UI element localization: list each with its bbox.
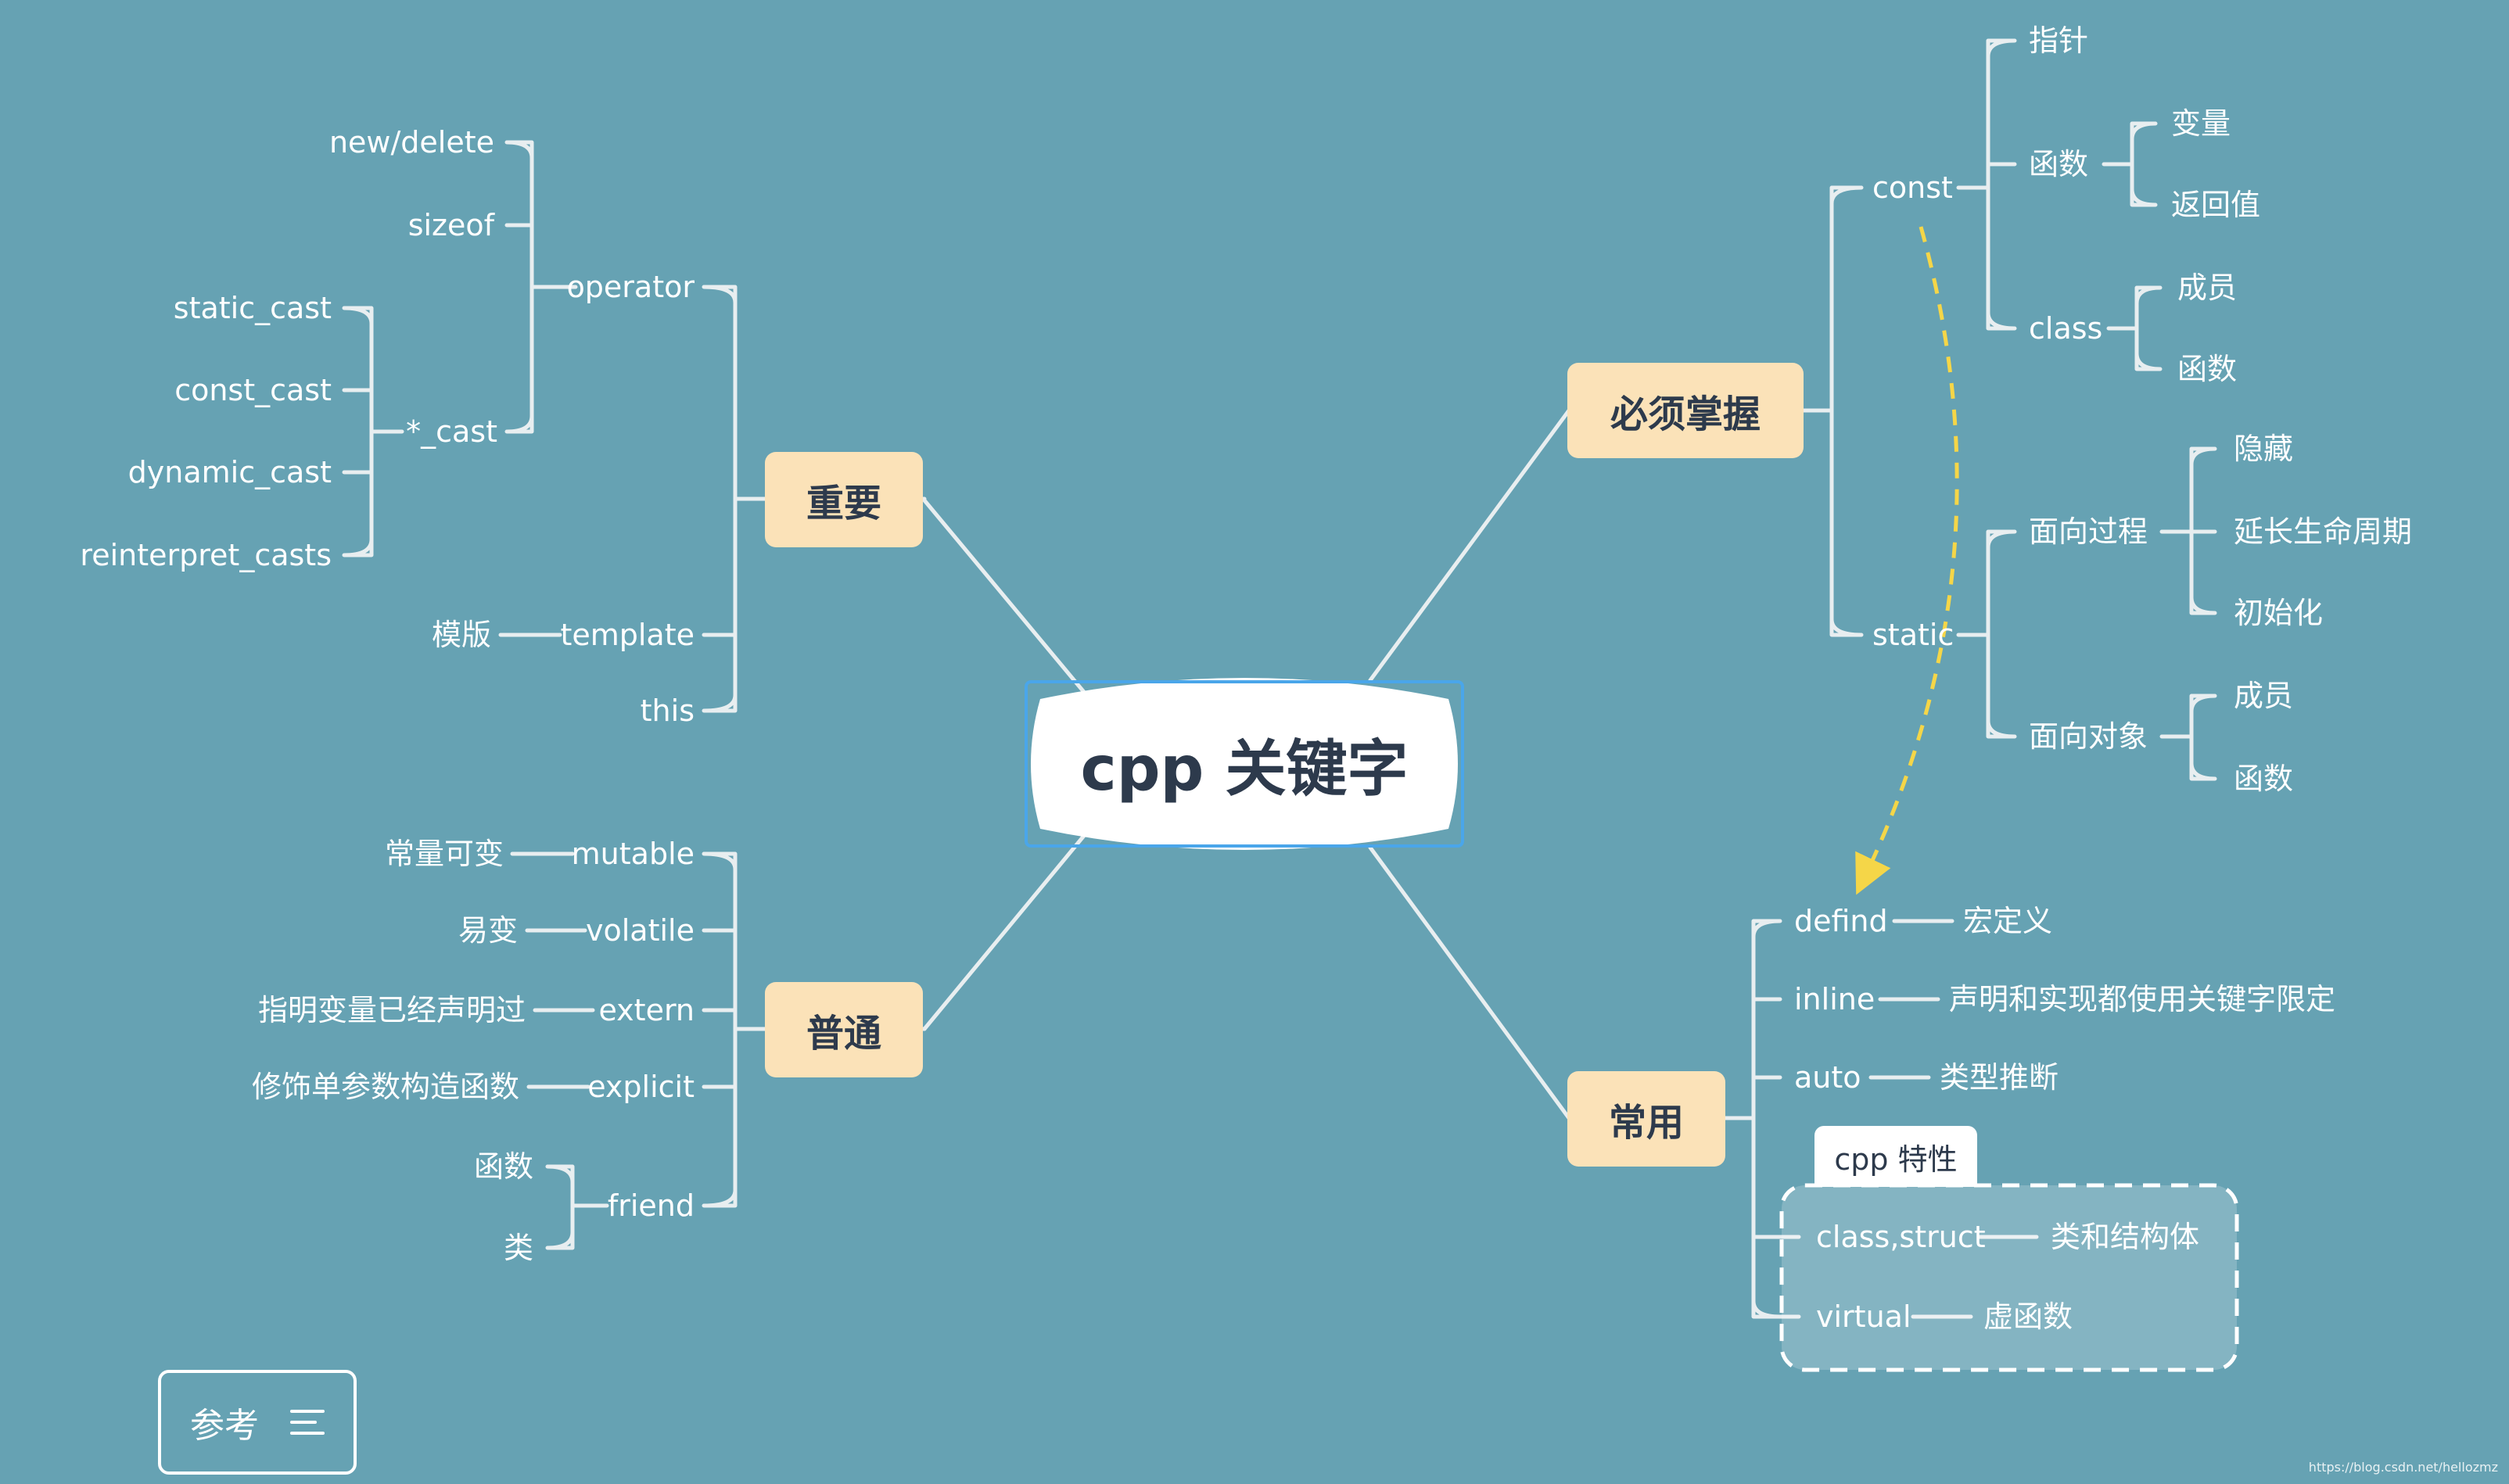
node-defind[interactable]: defind — [1794, 904, 1888, 938]
node-auto-note[interactable]: 类型推断 — [1940, 1060, 2059, 1095]
edge-root-important — [922, 498, 1089, 698]
group-summary-tag[interactable]: cpp 特性 — [1814, 1126, 1977, 1187]
node-auto[interactable]: auto — [1794, 1060, 1861, 1095]
bracket-static — [1956, 529, 2017, 739]
edge-root-common — [1368, 845, 1571, 1120]
node-static[interactable]: static — [1872, 618, 1954, 652]
node-friend[interactable]: friend — [607, 1188, 695, 1223]
node-inline[interactable]: inline — [1794, 982, 1875, 1016]
bracket-const — [1956, 38, 2017, 331]
bracket-const-func — [2102, 121, 2158, 207]
node-reinterpret-casts[interactable]: reinterpret_casts — [80, 538, 332, 572]
node-class-struct-note[interactable]: 类和结构体 — [2051, 1220, 2200, 1254]
group-boundary — [1779, 1183, 2239, 1372]
node-new-delete[interactable]: new/delete — [328, 125, 494, 160]
node-inline-note[interactable]: 声明和实现都使用关键字限定 — [1949, 982, 2336, 1016]
node-static-hide[interactable]: 隐藏 — [2234, 432, 2294, 466]
node-sizeof[interactable]: sizeof — [407, 208, 494, 242]
node-explicit-note[interactable]: 修饰单参数构造函数 — [251, 1070, 519, 1104]
node-const-class-member[interactable]: 成员 — [2177, 271, 2238, 305]
bracket-friend — [545, 1164, 609, 1250]
node-const-return[interactable]: 返回值 — [2171, 188, 2261, 222]
outline-list-icon — [290, 1410, 325, 1435]
node-volatile-note[interactable]: 易变 — [458, 913, 518, 948]
watermark: https://blog.csdn.net/hellozmz — [2308, 1460, 2498, 1475]
node-extern[interactable]: extern — [598, 993, 695, 1027]
bracket-const-class — [2106, 285, 2163, 371]
node-this[interactable]: this — [640, 694, 695, 728]
root-topic-selection[interactable] — [1025, 680, 1464, 848]
bracket-must — [1798, 185, 1864, 637]
topic-common[interactable]: 常用 — [1567, 1071, 1725, 1167]
topic-important[interactable]: 重要 — [765, 452, 923, 547]
node-const-class-function[interactable]: 函数 — [2177, 352, 2238, 386]
bracket-operator — [504, 140, 578, 434]
bracket-common — [1723, 919, 1801, 1319]
node-const[interactable]: const — [1872, 170, 1953, 205]
reference-button-label: 参考 — [190, 1406, 259, 1446]
node-const-function[interactable]: 函数 — [2029, 147, 2089, 181]
node-defind-note[interactable]: 宏定义 — [1963, 904, 2053, 938]
node-cast[interactable]: *_cast — [406, 414, 497, 449]
node-static-init[interactable]: 初始化 — [2234, 596, 2324, 630]
node-static-procedural[interactable]: 面向过程 — [2029, 514, 2148, 549]
bracket-static-proc — [2159, 446, 2217, 615]
node-static-oop[interactable]: 面向对象 — [2029, 719, 2148, 754]
node-friend-class[interactable]: 类 — [503, 1231, 533, 1265]
node-const-cast[interactable]: const_cast — [174, 373, 332, 407]
node-const-pointer[interactable]: 指针 — [2029, 23, 2089, 58]
node-virtual-note[interactable]: 虚函数 — [1983, 1299, 2073, 1334]
node-const-class[interactable]: class — [2029, 311, 2103, 346]
bracket-cast — [342, 306, 404, 557]
node-class-struct[interactable]: class,struct — [1816, 1220, 1986, 1254]
node-dynamic-cast[interactable]: dynamic_cast — [127, 455, 332, 489]
node-friend-function[interactable]: 函数 — [473, 1149, 533, 1184]
topic-normal[interactable]: 普通 — [765, 982, 923, 1077]
node-virtual[interactable]: virtual — [1816, 1299, 1911, 1334]
node-template[interactable]: template — [560, 618, 695, 652]
edge-root-must — [1368, 408, 1571, 683]
root-topic[interactable]: cpp 关键字 — [1080, 734, 1409, 805]
bracket-static-oop — [2159, 694, 2217, 781]
node-volatile[interactable]: volatile — [586, 913, 695, 948]
node-mutable[interactable]: mutable — [571, 837, 695, 871]
relation-arrow — [1855, 226, 1959, 895]
node-extern-note[interactable]: 指明变量已经声明过 — [257, 993, 526, 1027]
reference-button[interactable]: 参考 — [158, 1370, 357, 1475]
node-explicit[interactable]: explicit — [587, 1070, 695, 1104]
node-mutable-note[interactable]: 常量可变 — [384, 837, 504, 871]
node-static-lifetime[interactable]: 延长生命周期 — [2234, 514, 2413, 549]
node-static-member[interactable]: 成员 — [2234, 679, 2294, 713]
root-topic-shape — [1031, 678, 1458, 850]
edge-root-normal — [922, 830, 1089, 1031]
node-const-variable[interactable]: 变量 — [2171, 106, 2231, 141]
node-static-function[interactable]: 函数 — [2234, 762, 2294, 796]
node-template-note[interactable]: 模版 — [431, 618, 491, 652]
node-operator[interactable]: operator — [566, 270, 695, 304]
topic-must-master[interactable]: 必须掌握 — [1567, 363, 1804, 458]
node-static-cast[interactable]: static_cast — [173, 291, 332, 325]
